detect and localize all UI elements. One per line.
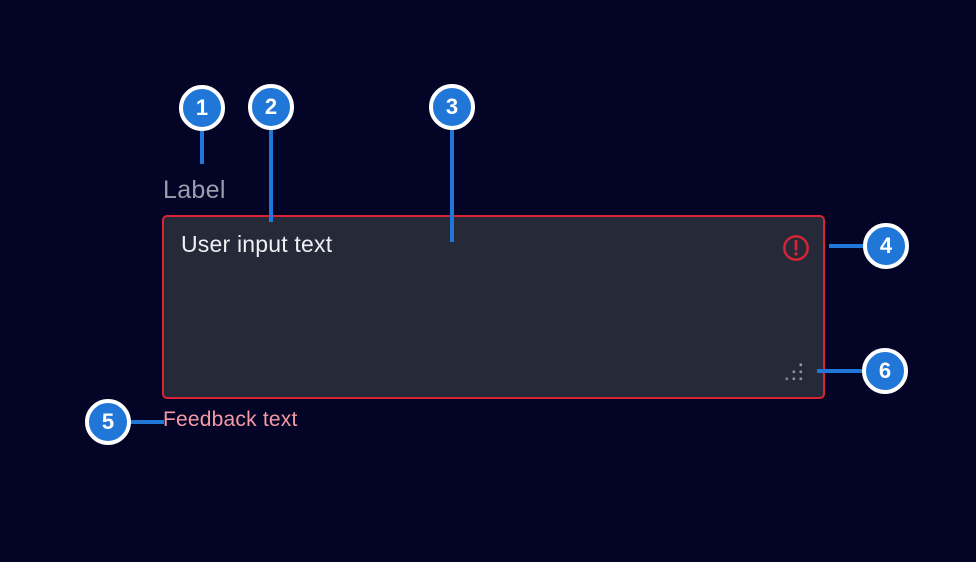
callout-badge-1: 1 <box>179 85 225 131</box>
callout-line-3 <box>450 128 454 242</box>
callout-badge-3-number: 3 <box>445 94 459 119</box>
callout-badge-6-number: 6 <box>878 358 892 383</box>
callout-line-4 <box>829 244 867 248</box>
callout-badge-2-number: 2 <box>264 94 278 119</box>
callout-badge-4-number: 4 <box>879 233 893 258</box>
callout-badge-5: 5 <box>85 399 131 445</box>
alert-circle-icon <box>783 235 809 261</box>
callout-line-1 <box>200 129 204 164</box>
field-label: Label <box>163 176 226 204</box>
callout-badge-2: 2 <box>248 84 294 130</box>
textarea-value: User input text <box>181 231 333 257</box>
resize-grip-icon[interactable] <box>782 359 806 383</box>
callout-badge-1-number: 1 <box>195 95 209 120</box>
callout-line-5 <box>126 420 164 424</box>
feedback-text: Feedback text <box>163 408 298 431</box>
callout-badge-4: 4 <box>863 223 909 269</box>
callout-badge-5-number: 5 <box>101 409 115 434</box>
callout-badge-6: 6 <box>862 348 908 394</box>
callout-line-6 <box>817 369 865 373</box>
textarea-input[interactable]: User input text <box>162 215 825 399</box>
callout-line-2 <box>269 128 273 222</box>
callout-badge-3: 3 <box>429 84 475 130</box>
